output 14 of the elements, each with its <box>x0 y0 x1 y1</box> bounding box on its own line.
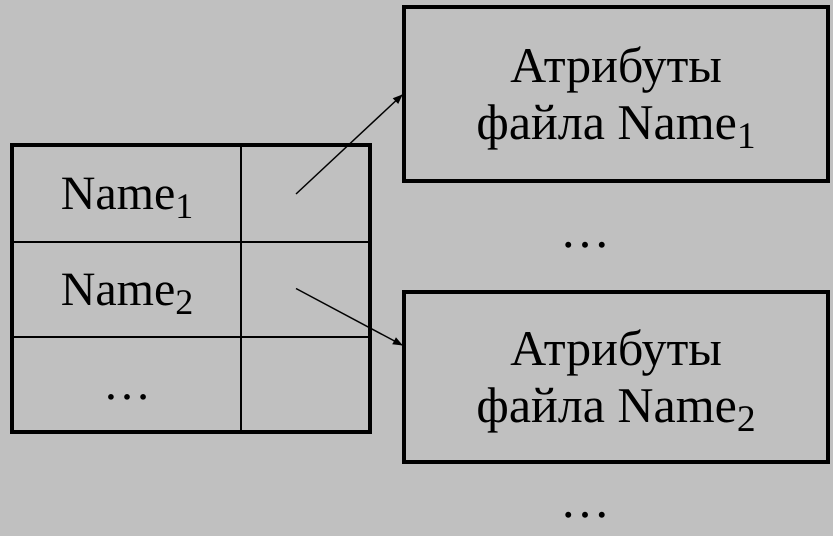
arrow <box>295 94 403 195</box>
table-cell <box>240 241 368 336</box>
attribute-label: Атрибуты файла Name$_{2}$ <box>475 320 757 434</box>
arrow <box>296 288 403 346</box>
file-name: Name$_{2}$ <box>60 266 194 314</box>
file-name: Name$_{1}$ <box>60 170 194 218</box>
attribute-box <box>402 290 830 464</box>
file-name: … <box>103 360 151 408</box>
ellipsis: … <box>560 205 610 255</box>
attribute-label: Атрибуты файла Name$_{1}$ <box>475 36 757 152</box>
table <box>10 143 372 434</box>
table-cell <box>240 336 368 430</box>
ellipsis: … <box>560 475 610 525</box>
attribute-box <box>402 5 830 183</box>
